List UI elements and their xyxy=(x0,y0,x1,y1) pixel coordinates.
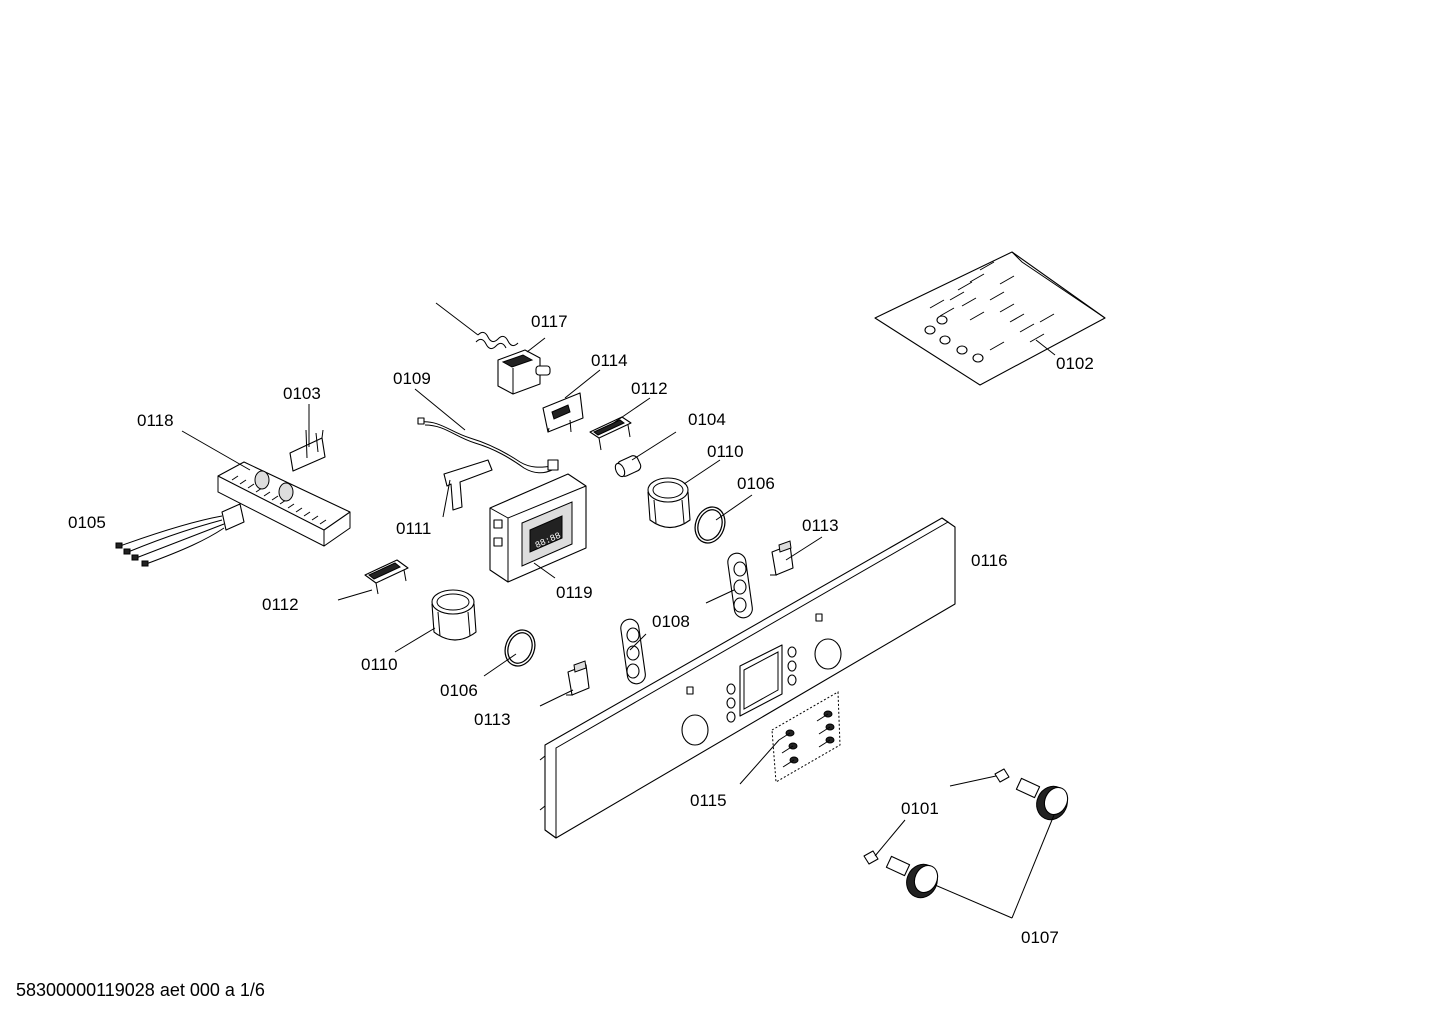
part-label-0118: 0118 xyxy=(137,411,174,430)
clock-module-0119: 88:88 xyxy=(489,473,587,583)
bracket-0103 xyxy=(289,429,326,472)
part-label-0114: 0114 xyxy=(591,351,628,370)
screw-bag-0102 xyxy=(874,251,1106,386)
part-label-0102: 0102 xyxy=(1056,354,1094,373)
part-label-0111: 0111 xyxy=(396,519,431,538)
part-label-0113-upper: 0113 xyxy=(802,516,839,535)
part-label-0112-upper: 0112 xyxy=(631,379,668,398)
part-label-0116: 0116 xyxy=(971,551,1008,570)
button-strip-0108-lower xyxy=(620,618,646,685)
bracket-0112-upper xyxy=(589,416,632,451)
bracket-0111 xyxy=(443,459,493,511)
button-strip-0108-upper xyxy=(727,552,753,619)
part-label-0112-lower: 0112 xyxy=(262,595,299,614)
part-label-0109: 0109 xyxy=(393,369,431,388)
part-labels: 0117 0114 0112 0104 0110 0106 0113 0116 … xyxy=(68,312,1094,947)
terminal-block-0118 xyxy=(217,461,351,547)
knob-0107-upper xyxy=(1015,777,1069,821)
ring-0106-upper xyxy=(694,506,726,544)
part-label-0110-lower: 0110 xyxy=(361,655,398,674)
part-label-0106-lower: 0106 xyxy=(440,681,478,700)
clip-0101-lower xyxy=(863,850,879,865)
bracket-0112-lower xyxy=(364,559,409,595)
part-label-0113-lower: 0113 xyxy=(474,710,511,729)
part-label-0119: 0119 xyxy=(556,583,593,602)
wiring-harness-0105 xyxy=(115,503,245,567)
part-label-0117: 0117 xyxy=(531,312,568,331)
knob-0107-lower xyxy=(885,855,939,899)
part-label-0108: 0108 xyxy=(652,612,690,631)
knob-housing-0110-lower xyxy=(431,589,477,641)
thermostat-0117 xyxy=(435,302,551,395)
lamp-holder-0104 xyxy=(614,455,642,478)
part-label-0106-upper: 0106 xyxy=(737,474,775,493)
part-label-0103: 0103 xyxy=(283,384,321,403)
document-id: 58300000119028 aet 000 a 1/6 xyxy=(16,980,265,1000)
leader-lines xyxy=(181,337,1056,919)
screws-0115 xyxy=(771,691,841,783)
switch-0113-upper xyxy=(770,540,794,576)
clip-0101-upper xyxy=(994,768,1010,783)
knob-housing-0110-upper xyxy=(647,477,691,529)
wiring-0109 xyxy=(417,417,559,474)
part-label-0107: 0107 xyxy=(1021,928,1059,947)
part-label-0101: 0101 xyxy=(901,799,939,818)
switch-0113-lower xyxy=(566,660,590,696)
control-panel-fascia xyxy=(539,517,956,839)
part-label-0115: 0115 xyxy=(690,791,727,810)
ring-0106-lower xyxy=(504,629,536,667)
bracket-0114 xyxy=(542,392,584,433)
part-label-0110-upper: 0110 xyxy=(707,442,744,461)
part-label-0105: 0105 xyxy=(68,513,106,532)
part-label-0104: 0104 xyxy=(688,410,726,429)
